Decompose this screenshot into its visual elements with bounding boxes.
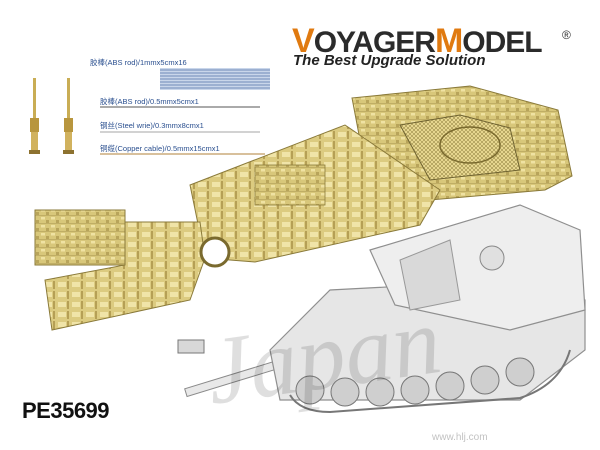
pe-fret-center xyxy=(189,124,441,263)
pe-fret-small-left xyxy=(34,209,126,266)
part-label-abs-rod-1mm: 胶棒(ABS rod)/1mmx5cmx16 xyxy=(90,58,187,67)
abs-rods xyxy=(160,68,270,90)
brand-logo: VOYAGERMODEL xyxy=(292,22,543,60)
howitzer-model xyxy=(177,204,586,414)
watermark-website: www.hlj.com xyxy=(432,432,488,443)
barrel-part-right xyxy=(63,78,74,154)
part-label-abs-rod-05mm: 胶棒(ABS rod)/0.5mmx5cmx1 xyxy=(100,97,199,106)
barrel-part-left xyxy=(29,78,40,154)
brand-name: VOYAGERMODEL xyxy=(292,22,543,60)
pe-fret-long-left xyxy=(44,221,231,331)
product-code: PE35699 xyxy=(22,398,110,423)
part-label-copper-cable: 铜缆(Copper cable)/0.5mmx15cmx1 xyxy=(100,144,220,153)
part-label-steel-wire: 钢丝(Steel wrie)/0.3mmx8cmx1 xyxy=(100,121,204,130)
brand-tagline: The Best Upgrade Solution xyxy=(293,52,486,69)
registered-mark: ® xyxy=(562,28,571,42)
